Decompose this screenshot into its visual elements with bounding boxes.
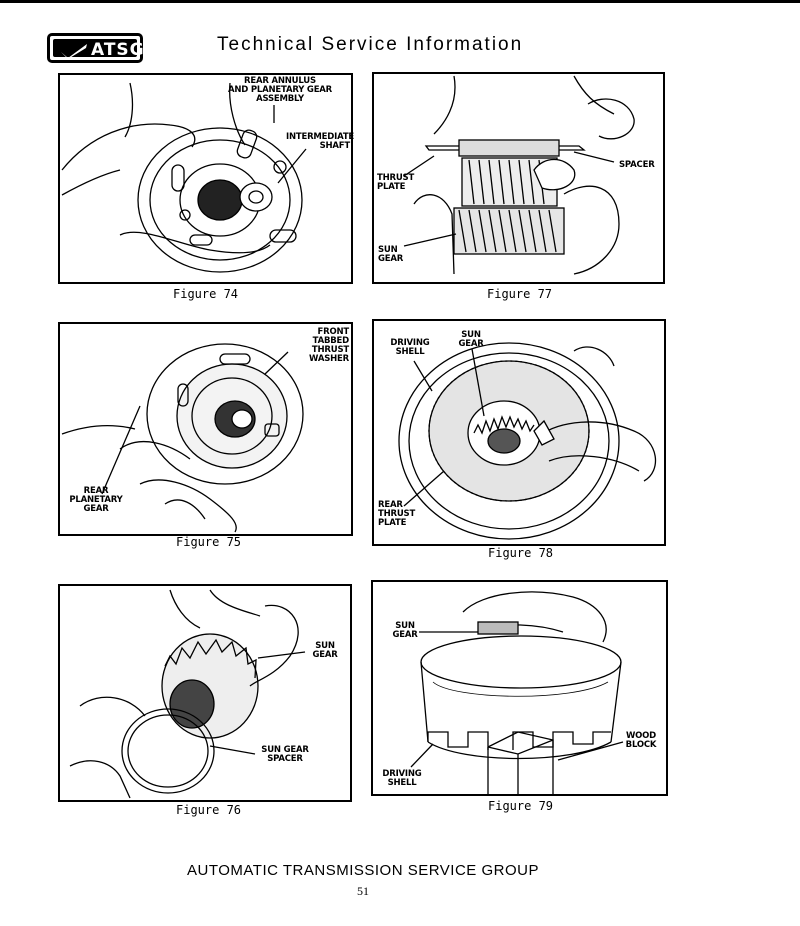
figure-76-caption: Figure 76 [176, 803, 242, 817]
label-rear-planetary-gear: REAR PLANETARY GEAR [69, 486, 123, 514]
figure-75-illustration [61, 343, 304, 533]
label-rear-annulus: REAR ANNULUS AND PLANETARY GEAR ASSEMBLY [227, 76, 333, 104]
figure-74-caption: Figure 74 [173, 287, 239, 301]
figure-75-caption: Figure 75 [176, 535, 242, 549]
checkmark-icon [61, 44, 87, 59]
label-sun-gear: SUN GEAR [392, 621, 418, 640]
figure-77-caption: Figure 77 [487, 287, 553, 301]
figure-76: SUN GEAR SUN GEAR SPACER [58, 584, 352, 802]
label-sun-gear: SUN GEAR [378, 245, 404, 264]
label-sun-gear: SUN GEAR [458, 330, 484, 349]
label-thrust-plate: THRUST PLATE [377, 173, 415, 192]
label-spacer: SPACER [619, 160, 655, 170]
figure-79: SUN GEAR WOOD BLOCK DRIVING SHELL [371, 580, 668, 796]
figure-78: DRIVING SHELL SUN GEAR REAR THRUST PLATE [372, 319, 666, 546]
label-sun-gear: SUN GEAR [312, 641, 338, 660]
figure-78-illustration [398, 342, 657, 540]
label-front-tabbed-thrust-washer: FRONT TABBED THRUST WASHER [309, 327, 349, 364]
figure-74: REAR ANNULUS AND PLANETARY GEAR ASSEMBLY… [58, 73, 355, 284]
label-driving-shell: DRIVING SHELL [382, 769, 422, 788]
figure-79-illustration [410, 591, 624, 794]
figure-78-caption: Figure 78 [488, 546, 554, 560]
top-rule [0, 0, 800, 3]
page-number: 51 [357, 884, 369, 898]
label-wood-block: WOOD BLOCK [625, 731, 657, 750]
label-driving-shell: DRIVING SHELL [390, 338, 430, 357]
label-rear-thrust-plate: REAR THRUST PLATE [378, 500, 416, 528]
footer-org: AUTOMATIC TRANSMISSION SERVICE GROUP [187, 862, 539, 879]
logo-text: ATSG [91, 40, 145, 60]
figure-79-caption: Figure 79 [488, 799, 554, 813]
label-intermediate-shaft: INTERMEDIATE SHAFT [286, 132, 355, 151]
figure-77: THRUST PLATE SPACER SUN GEAR [372, 72, 665, 284]
atsg-logo: ATSG [47, 33, 145, 63]
figure-75: FRONT TABBED THRUST WASHER REAR PLANETAR… [58, 322, 353, 536]
figure-77-illustration [403, 75, 635, 275]
figure-76-illustration [69, 589, 306, 799]
figure-74-illustration [61, 82, 307, 273]
label-sun-gear-spacer: SUN GEAR SPACER [261, 745, 309, 764]
page-title: Technical Service Information [217, 34, 524, 55]
